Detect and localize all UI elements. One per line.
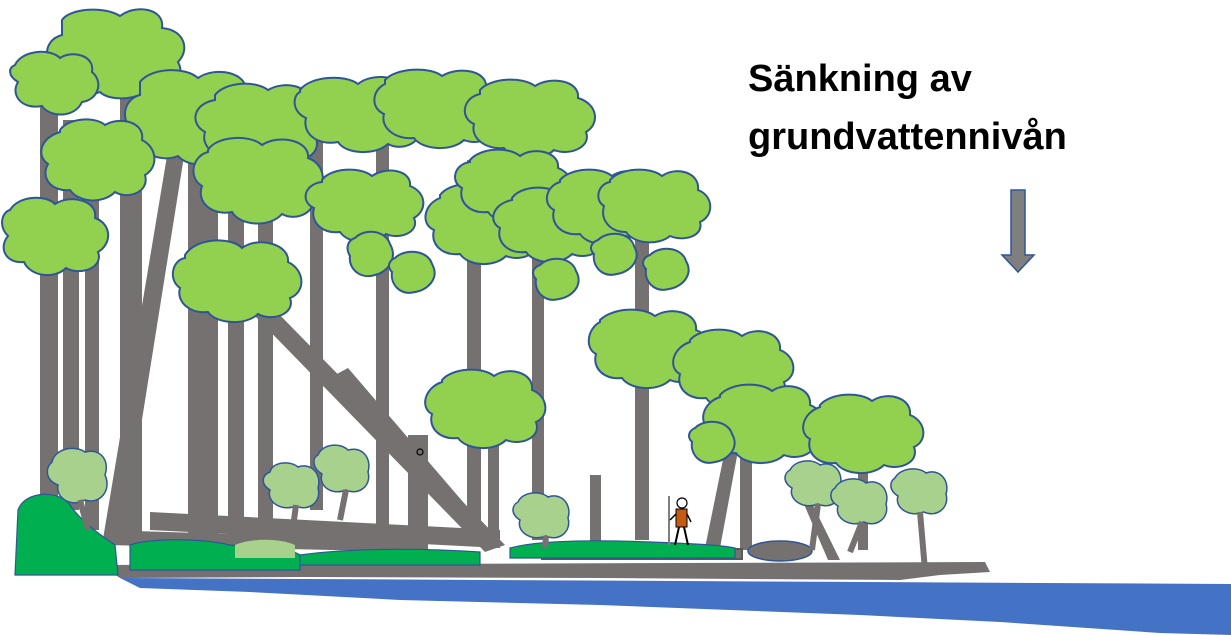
undergrowth [14,493,736,576]
water-body [120,578,1231,635]
ground-strip [100,562,990,580]
post-marker [416,448,424,456]
tree-crowns [1,8,925,474]
stone [747,540,813,562]
down-arrow-icon [1000,189,1036,274]
person-with-staff-icon [668,496,692,546]
small-bushes [46,444,948,539]
caption-line-1: Sänkning av [748,58,972,100]
caption-line-2: grundvattennivån [748,116,1067,158]
light-bush [235,539,295,558]
caption: Sänkning av grundvattennivån [748,50,1168,166]
small-bush-stems [77,489,928,571]
